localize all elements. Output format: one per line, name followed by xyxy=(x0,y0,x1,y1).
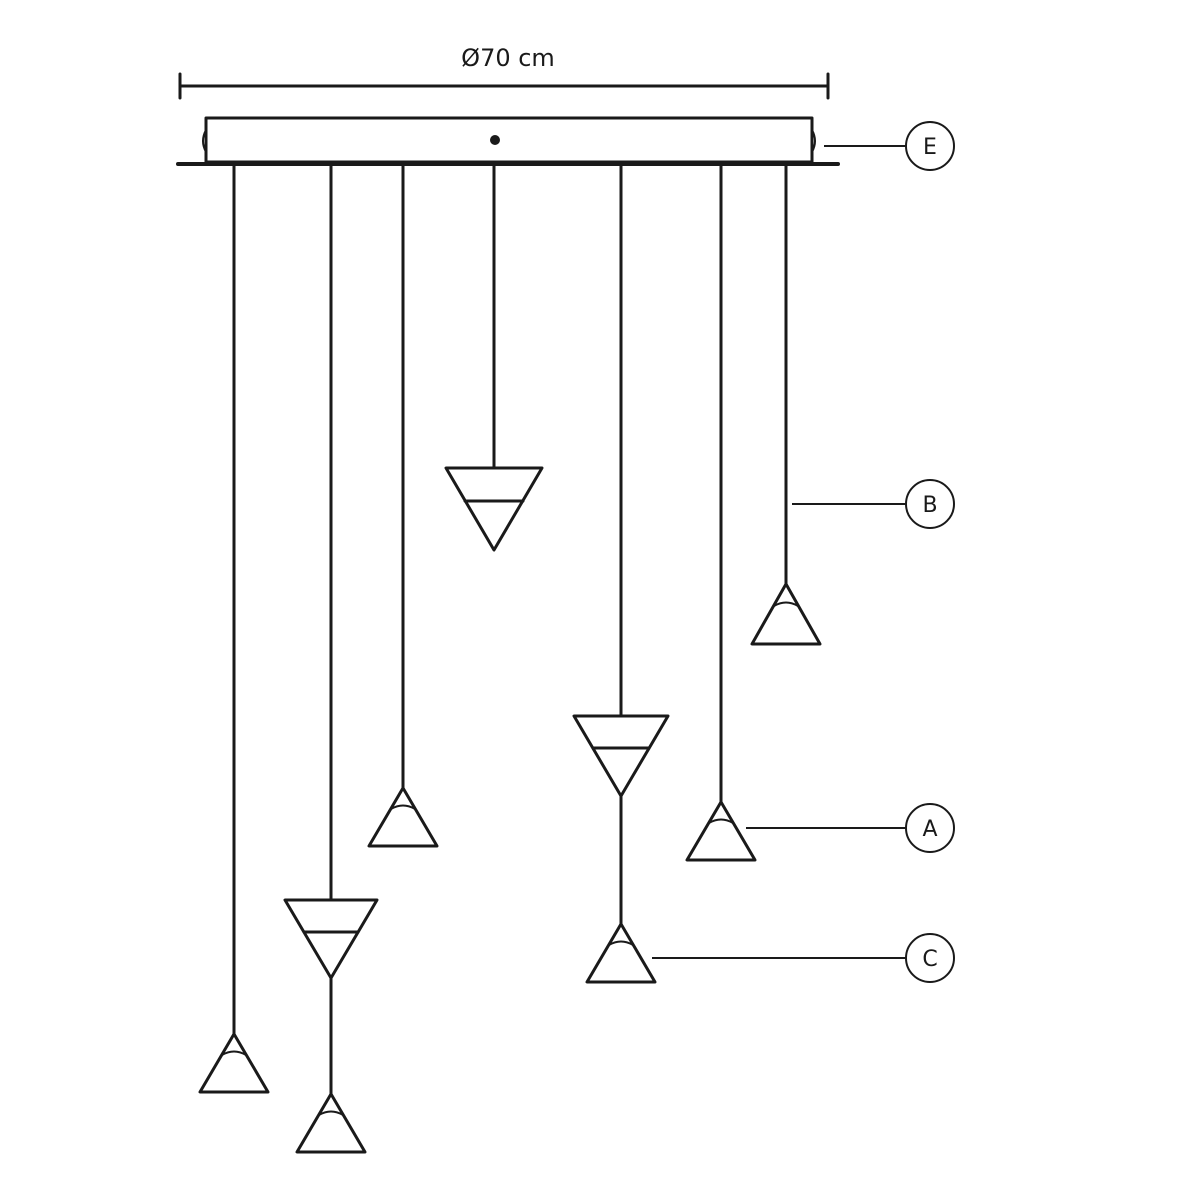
suspension-cables xyxy=(232,162,788,1096)
small-cone-4 xyxy=(585,922,657,984)
callout-e-label: E xyxy=(923,135,937,160)
diameter-label: Ø70 cm xyxy=(461,44,555,72)
large-cone-1 xyxy=(444,466,544,552)
ceiling-canopy xyxy=(176,116,840,166)
small-cone-2 xyxy=(295,1092,367,1154)
diameter-dimension: Ø70 cm xyxy=(178,44,830,100)
callout-c: C xyxy=(652,933,955,983)
small-cone-6 xyxy=(750,582,822,646)
small-cone-3 xyxy=(367,786,439,848)
callout-b: B xyxy=(792,479,955,529)
small-cone-1 xyxy=(198,1032,270,1094)
callout-a-label: A xyxy=(922,817,937,842)
large-cone-lamps xyxy=(283,466,670,980)
large-cone-2 xyxy=(283,898,379,980)
large-cone-3 xyxy=(572,714,670,798)
small-cone-5 xyxy=(685,800,757,862)
callout-e: E xyxy=(824,121,955,171)
callout-c-label: C xyxy=(922,947,937,972)
small-cone-lamps xyxy=(198,582,822,1154)
callout-a: A xyxy=(746,803,955,853)
callout-b-label: B xyxy=(922,493,937,518)
canopy-screw xyxy=(490,135,500,145)
